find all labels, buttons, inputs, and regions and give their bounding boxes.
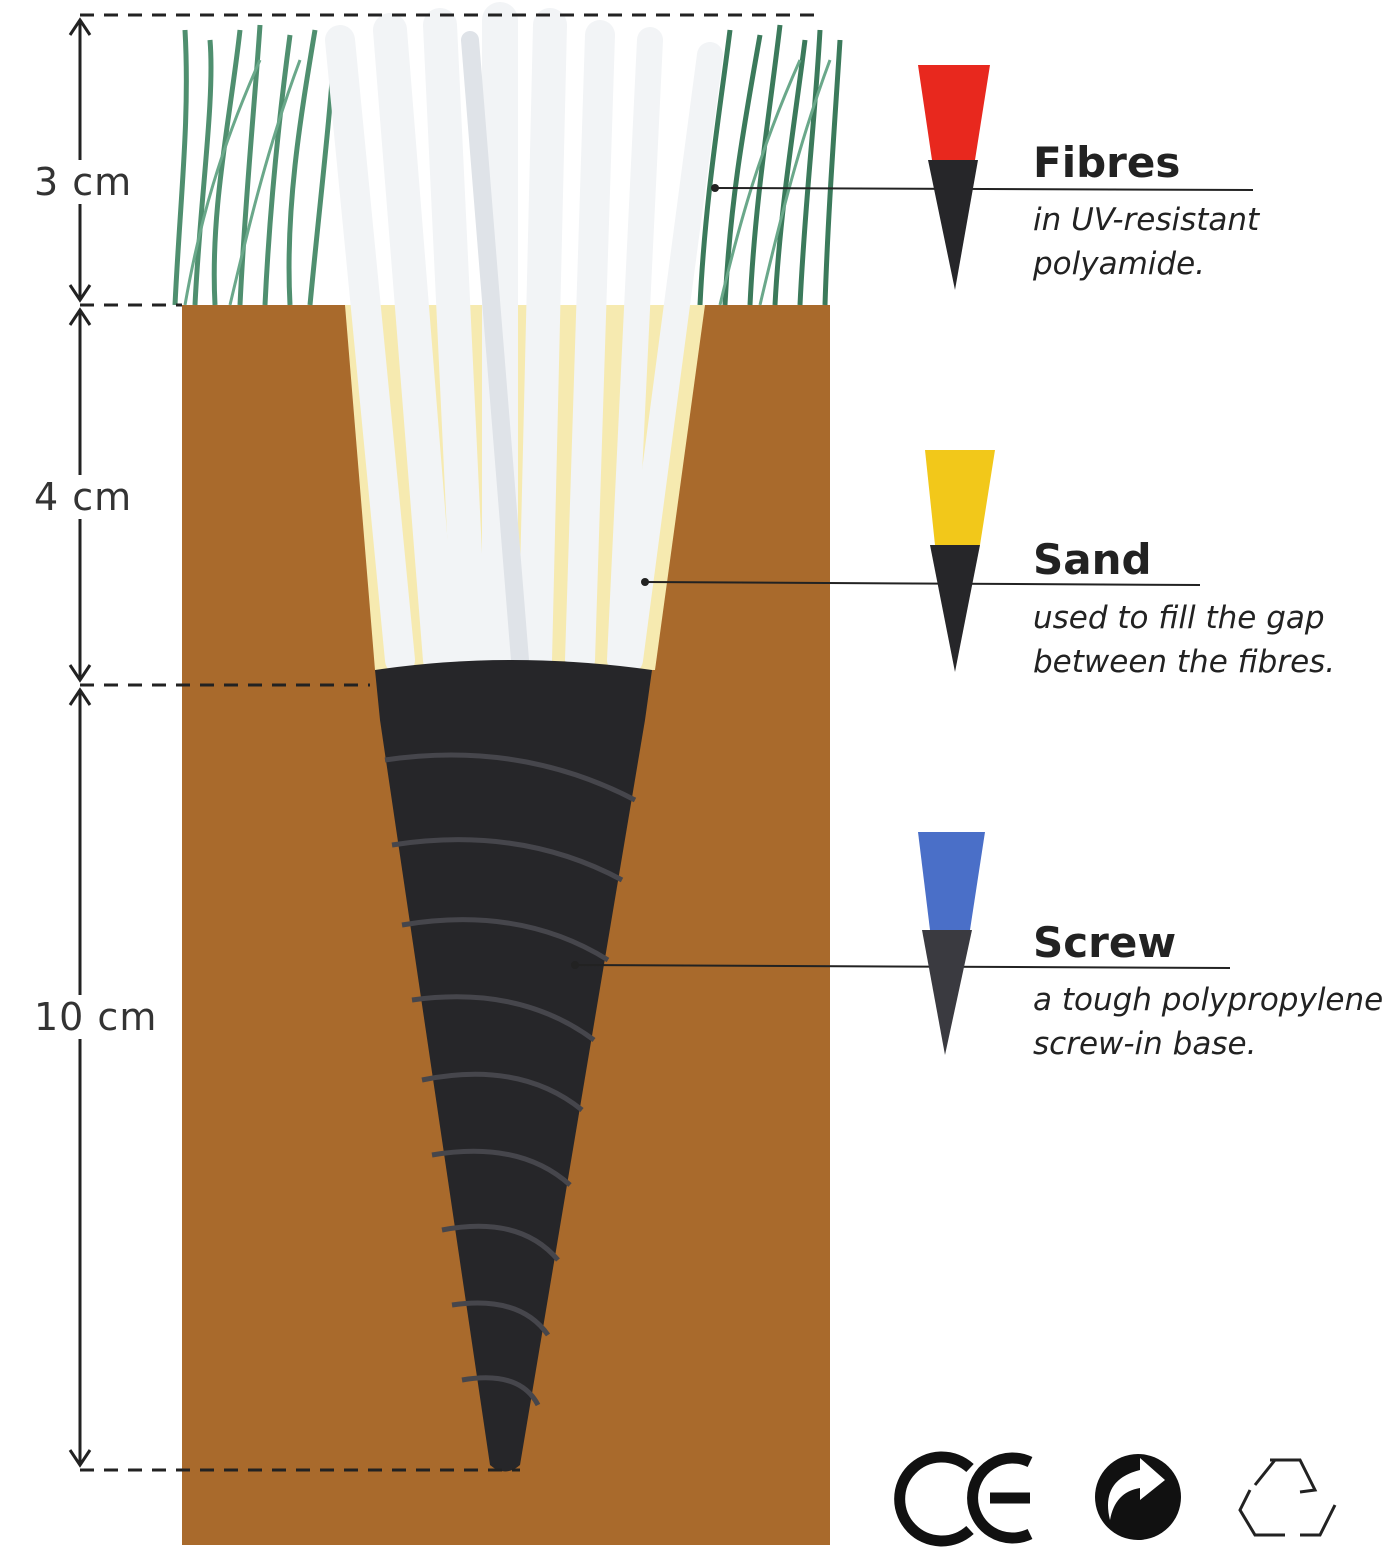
leader-lines [574,187,1254,969]
dimension-screw-label: 10 cm [34,995,158,1039]
screw [375,660,652,1472]
screw-description: a tough polypropylene screw-in base. [1033,978,1383,1066]
screw-desc-line: a tough polypropylene [1033,982,1384,1018]
screw-product-icon [918,832,985,1055]
dimension-grass-label: 3 cm [34,160,133,204]
sand-title: Sand [1033,535,1152,584]
fibres-desc-line: polyamide. [1033,246,1206,282]
screw-title: Screw [1033,918,1177,967]
sand-description: used to fill the gap between the fibres. [1033,596,1335,684]
sand-desc-line: used to fill the gap [1033,600,1325,636]
grass [172,24,843,306]
sand-desc-line: between the fibres. [1033,644,1336,680]
dimension-arrows [68,17,92,1468]
fibres-desc-line: in UV-resistant [1033,202,1260,238]
recycle-icon [1238,1458,1337,1537]
fibres-product-icon [918,65,990,290]
sand-product-icon [925,450,995,672]
dimension-sand-label: 4 cm [34,475,133,519]
fibres-title: Fibres [1033,138,1181,187]
dimension-dashes [80,13,820,1472]
ce-mark-logo [894,1451,1033,1547]
screw-desc-line: screw-in base. [1033,1026,1257,1062]
green-dot-logo [1095,1454,1181,1540]
fibres [325,2,723,678]
fibres-description: in UV-resistant polyamide. [1033,198,1259,286]
